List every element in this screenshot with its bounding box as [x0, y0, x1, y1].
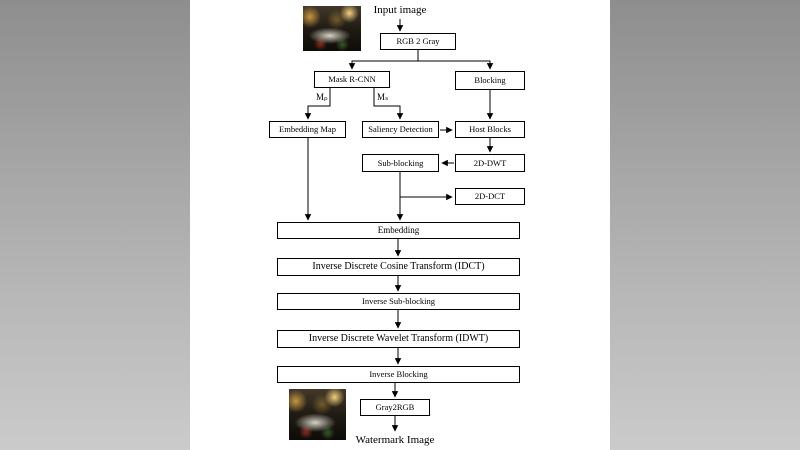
node-mask-rcnn: Mask R-CNN: [314, 71, 390, 88]
edge-label-mp: Mₚ: [316, 92, 328, 102]
node-rgb2gray: RGB 2 Gray: [380, 33, 456, 50]
node-host-blocks: Host Blocks: [455, 121, 525, 138]
node-sub-blocking: Sub-blocking: [362, 154, 439, 172]
node-gray2rgb: Gray2RGB: [360, 399, 430, 416]
node-2d-dct: 2D-DCT: [455, 188, 525, 205]
node-blocking: Blocking: [455, 71, 525, 90]
input-image-label: Input image: [373, 4, 427, 16]
node-embedding: Embedding: [277, 222, 520, 239]
node-idct: Inverse Discrete Cosine Transform (IDCT): [277, 258, 520, 276]
node-inverse-sub-blocking: Inverse Sub-blocking: [277, 293, 520, 310]
node-2d-dwt: 2D-DWT: [455, 154, 525, 172]
edge-label-ms: Mₛ: [377, 92, 389, 102]
node-idwt: Inverse Discrete Wavelet Transform (IDWT…: [277, 330, 520, 348]
watermark-photo: [289, 389, 346, 440]
node-saliency-detection: Saliency Detection: [362, 121, 439, 138]
watermark-image-label: Watermark Image: [355, 434, 435, 446]
input-photo: [303, 6, 361, 51]
node-inverse-blocking: Inverse Blocking: [277, 366, 520, 383]
node-embedding-map: Embedding Map: [269, 121, 346, 138]
